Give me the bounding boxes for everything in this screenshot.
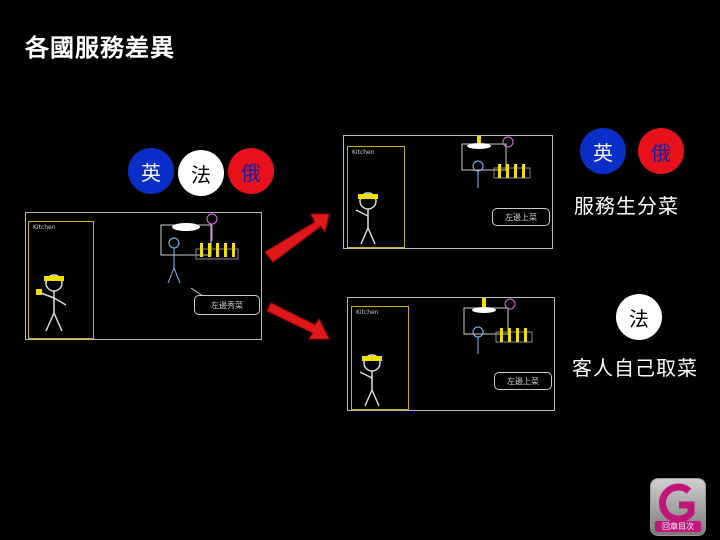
kitchen-area: Kitchen xyxy=(351,306,409,410)
kitchen-label: Kitchen xyxy=(356,309,379,316)
page-title: 各國服務差異 xyxy=(25,34,175,62)
arrow-up-right-icon xyxy=(265,213,330,263)
kitchen-area: Kitchen xyxy=(28,221,94,339)
serving-scene-bottom: Kitchen 左邊上菜 xyxy=(347,297,555,411)
arrow-down-right-icon xyxy=(266,302,330,340)
uk-circle: 英 xyxy=(580,128,626,174)
waiter-serves-caption: 服務生分菜 xyxy=(574,194,679,218)
back-to-contents-button[interactable]: 回章目次 xyxy=(650,478,706,536)
serving-scene-top: Kitchen 左邊上菜 xyxy=(343,135,553,249)
speech-bubble: 左邊秀菜 xyxy=(194,295,260,315)
top-scene-drawing xyxy=(355,136,531,245)
speech-bubble: 左邊上菜 xyxy=(494,372,552,390)
uk-circle: 英 xyxy=(128,148,174,194)
main-scene-drawing xyxy=(36,213,239,332)
main-scene-panel: Kitchen 左邊秀菜 xyxy=(25,212,262,340)
france-circle: 法 xyxy=(616,294,662,340)
kitchen-label: Kitchen xyxy=(352,149,375,156)
back-to-contents-label: 回章目次 xyxy=(655,521,701,532)
speech-bubble: 左邊上菜 xyxy=(492,208,550,226)
kitchen-area: Kitchen xyxy=(347,146,405,248)
kitchen-label: Kitchen xyxy=(33,224,56,231)
guest-self-serve-caption: 客人自己取菜 xyxy=(572,356,698,380)
france-circle: 法 xyxy=(178,150,224,196)
russia-circle: 俄 xyxy=(228,148,274,194)
bottom-scene-drawing xyxy=(359,298,533,407)
g-logo-icon xyxy=(658,483,695,523)
russia-circle: 俄 xyxy=(638,128,684,174)
